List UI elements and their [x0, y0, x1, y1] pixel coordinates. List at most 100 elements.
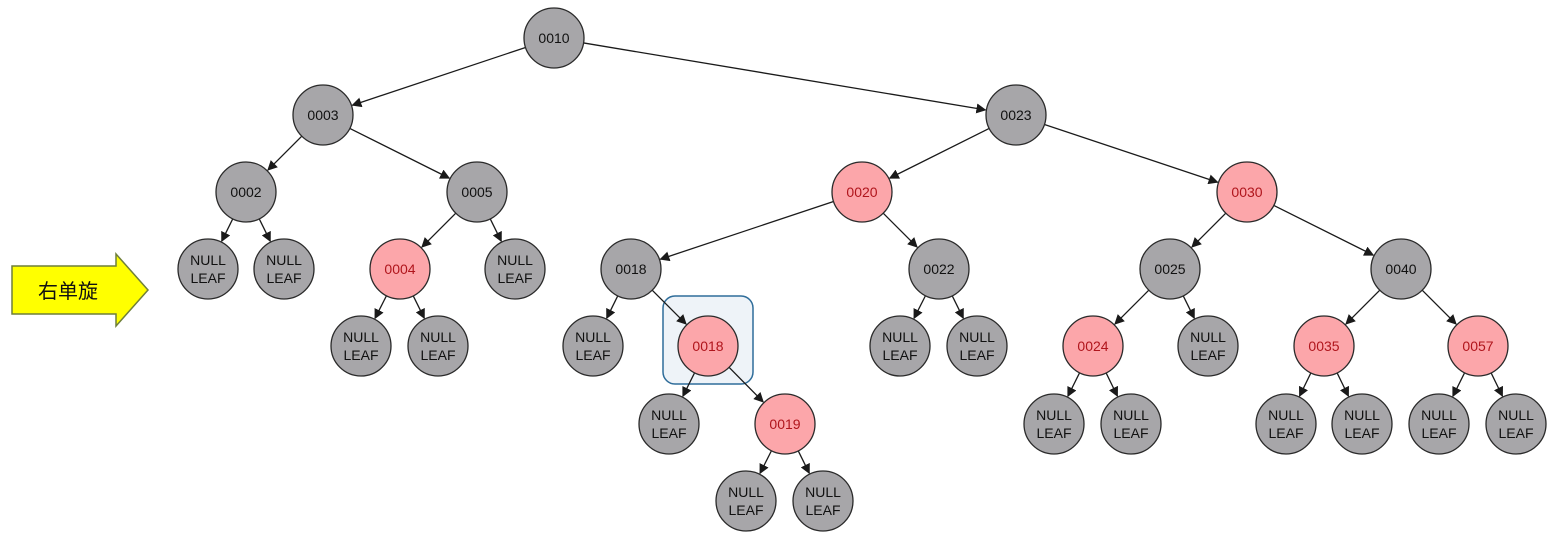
- node-circle: [869, 315, 931, 377]
- tree-edge: [351, 46, 526, 108]
- node-circle: [1447, 315, 1509, 377]
- operation-label: 右单旋: [38, 279, 98, 303]
- null-leaf-label: LEAF: [1190, 347, 1225, 363]
- null-leaf-label: LEAF: [1498, 425, 1533, 441]
- tree-edge: [659, 200, 834, 262]
- null-leaf-label: LEAF: [651, 425, 686, 441]
- black-node: 0005: [446, 161, 508, 223]
- node-key-label: 0023: [1000, 107, 1031, 123]
- tree-edge: [951, 295, 964, 320]
- tree-edge: [421, 212, 457, 248]
- tree-edge: [913, 295, 927, 320]
- node-circle: [1177, 315, 1239, 377]
- node-circle: [1293, 315, 1355, 377]
- node-key-label: 0057: [1462, 338, 1493, 354]
- node-key-label: 0019: [769, 416, 800, 432]
- node-circle: [1408, 393, 1470, 455]
- node-key-label: 0035: [1308, 338, 1339, 354]
- node-circle: [792, 470, 854, 532]
- null-leaf-label: LEAF: [190, 270, 225, 286]
- node-circle: [253, 238, 315, 300]
- null-leaf-node: NULL LEAF: [253, 238, 315, 300]
- null-leaf-node: NULL LEAF: [562, 315, 624, 377]
- node-circle: [638, 393, 700, 455]
- node-circle: [330, 315, 392, 377]
- tree-edge: [728, 366, 764, 403]
- node-circle: [484, 238, 546, 300]
- node-circle: [177, 238, 239, 300]
- red-node: 0004: [369, 238, 431, 300]
- tree-edge: [759, 450, 773, 475]
- null-leaf-node: NULL LEAF: [1023, 393, 1085, 455]
- node-circle: [600, 238, 662, 300]
- null-leaf-label: NULL: [959, 329, 995, 345]
- node-circle: [754, 393, 816, 455]
- tree-edge: [1105, 372, 1119, 398]
- node-circle: [946, 315, 1008, 377]
- tree-edge: [682, 372, 696, 398]
- null-leaf-label: LEAF: [1268, 425, 1303, 441]
- null-leaf-label: NULL: [575, 329, 611, 345]
- null-leaf-label: LEAF: [805, 502, 840, 518]
- node-key-label: 0002: [230, 184, 261, 200]
- null-leaf-label: LEAF: [266, 270, 301, 286]
- tree-edge: [412, 295, 425, 320]
- node-circle: [1485, 393, 1547, 455]
- red-node: 0035: [1293, 315, 1355, 377]
- node-circle: [908, 238, 970, 300]
- null-leaf-node: NULL LEAF: [177, 238, 239, 300]
- tree-edge: [374, 295, 388, 320]
- tree-edge: [489, 218, 502, 243]
- node-circle: [1139, 238, 1201, 300]
- null-leaf-label: NULL: [1421, 407, 1457, 423]
- node-circle: [985, 84, 1047, 146]
- node-circle: [1331, 393, 1393, 455]
- node-key-label: 0024: [1077, 338, 1108, 354]
- node-circle: [1100, 393, 1162, 455]
- tree-edge: [221, 218, 234, 243]
- node-circle: [369, 238, 431, 300]
- black-node: 0002: [215, 161, 277, 223]
- red-node: 0018: [677, 315, 739, 377]
- null-leaf-label: NULL: [1036, 407, 1072, 423]
- null-leaf-label: LEAF: [575, 347, 610, 363]
- null-leaf-label: LEAF: [1113, 425, 1148, 441]
- black-node: 0010: [523, 7, 585, 69]
- black-node: 0018: [600, 238, 662, 300]
- null-leaf-label: LEAF: [728, 502, 763, 518]
- node-key-label: 0025: [1154, 261, 1185, 277]
- node-circle: [215, 161, 277, 223]
- tree-edge: [267, 135, 303, 171]
- node-circle: [407, 315, 469, 377]
- null-leaf-label: LEAF: [1036, 425, 1071, 441]
- null-leaf-label: NULL: [190, 252, 226, 268]
- node-key-label: 0003: [307, 107, 338, 123]
- null-leaf-label: NULL: [420, 329, 456, 345]
- tree-edge: [1273, 204, 1375, 256]
- null-leaf-node: NULL LEAF: [792, 470, 854, 532]
- null-leaf-label: LEAF: [1344, 425, 1379, 441]
- tree-edge: [258, 218, 271, 243]
- red-node: 0024: [1062, 315, 1124, 377]
- null-leaf-label: NULL: [728, 484, 764, 500]
- null-leaf-node: NULL LEAF: [1255, 393, 1317, 455]
- tree-edge: [1182, 295, 1195, 320]
- tree-edge: [1336, 372, 1350, 398]
- black-node: 0040: [1370, 238, 1432, 300]
- tree-edge: [1114, 289, 1150, 325]
- null-leaf-label: LEAF: [497, 270, 532, 286]
- tree-edge: [882, 212, 918, 248]
- null-leaf-label: NULL: [266, 252, 302, 268]
- node-circle: [523, 7, 585, 69]
- null-leaf-label: NULL: [1268, 407, 1304, 423]
- tree-edge: [1298, 372, 1312, 398]
- null-leaf-label: NULL: [805, 484, 841, 500]
- node-circle: [1370, 238, 1432, 300]
